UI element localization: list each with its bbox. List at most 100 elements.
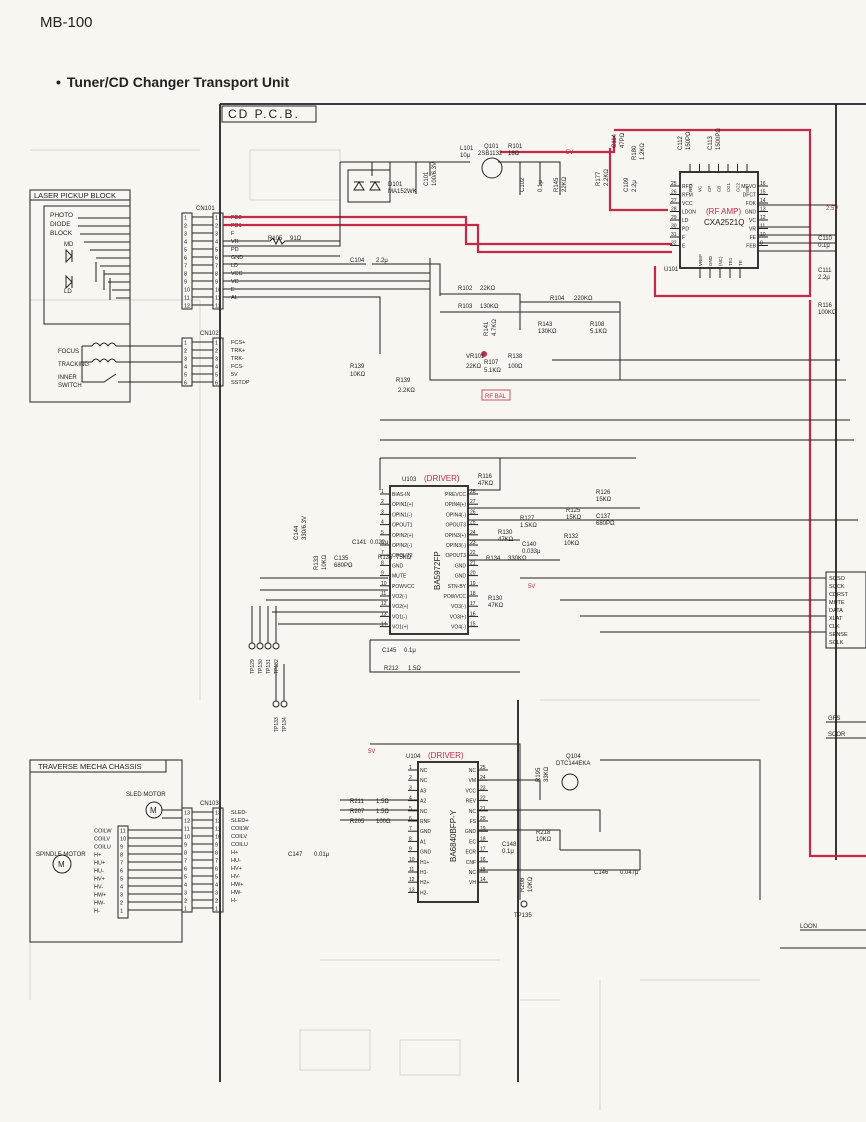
cn103-pin-right: 9	[215, 843, 218, 849]
u104-right-pin-label: VCC	[465, 788, 476, 794]
traverse-signal: HV+	[94, 877, 105, 883]
r208-value: 33KΩ	[544, 766, 550, 782]
inner-switch-line2: SWITCH	[58, 383, 82, 389]
u104-left-pin-number: 13	[409, 887, 415, 893]
cn101-pin-left: 4	[184, 240, 187, 246]
u101-left-pin-label: PD	[682, 227, 689, 233]
u104-right-pin-label: NC	[469, 768, 477, 774]
u104-left-pin-number: 11	[409, 867, 414, 873]
cn101-pin-left: 2	[184, 224, 187, 230]
cn103-pin-left: 3	[184, 891, 187, 897]
u103-left-pin-label: VO2(+)	[392, 604, 409, 610]
bus-signal: SENSE	[829, 632, 848, 638]
cn101-pin-right: 3	[215, 232, 218, 238]
cn103-pin-left: 10	[184, 835, 190, 841]
scor-label: SCOR	[828, 732, 846, 738]
c111-label: R116	[818, 303, 833, 309]
loon-label: LOON	[800, 924, 817, 930]
r126-label: C137	[596, 514, 611, 520]
r211-value: 1.5Ω	[376, 809, 389, 815]
cn101-pin-right: 6	[215, 256, 218, 262]
c148-value: 10KΩ	[528, 876, 534, 892]
supply-section: L101 10μ Q101 2SB1132 R101 18Ω 5V D101 M…	[223, 144, 573, 247]
cn103-pin-left: 4	[184, 883, 187, 889]
bus-signal: MUTE	[829, 600, 845, 606]
bus-signal: SCLK	[829, 640, 844, 646]
u104-right-pins: 25NC24VM23VCC22REV21NC20FS19GND18EC17ECR…	[465, 765, 488, 886]
r101-value: 18Ω	[508, 151, 520, 157]
u104-right-pin-label: FS	[470, 819, 477, 825]
u103-right-pin-label: OPOUT3	[445, 523, 466, 529]
u103-left-pin-number: 14	[381, 622, 387, 628]
c104-value: 2.2μ	[376, 258, 388, 264]
cn103-pin-right: 13	[215, 811, 221, 817]
c101-label: C102	[520, 177, 526, 192]
u101-left-pin-label: VCC	[682, 201, 693, 207]
r180-label: R180	[632, 145, 638, 160]
cn101-pin-left: 5	[184, 248, 187, 254]
u101-left-pin-label: LDON	[682, 210, 696, 216]
coil-icon	[91, 342, 117, 363]
c102-label: R145	[554, 177, 560, 192]
u101-bottom-label: GND	[708, 255, 713, 266]
r135-label: R130	[488, 596, 503, 602]
u104-left-pin-label: A2	[420, 799, 426, 805]
r126-value: 680PΩ	[596, 521, 615, 527]
v25-label: 2.5V	[826, 206, 838, 212]
u104-left-pin-number: 12	[409, 877, 415, 883]
ld-label: LD	[64, 289, 72, 295]
u104-left-pin-label: GND	[420, 829, 432, 835]
traverse-mecha-chassis: TRAVERSE MECHA CHASSIS SLED MOTOR M SPIN…	[29, 759, 183, 943]
c137-value: 10KΩ	[564, 541, 580, 547]
cn103-pin-left: 7	[184, 859, 187, 865]
r107-value: 100Ω	[508, 364, 523, 370]
cn103-pin-left: 12	[184, 819, 190, 825]
u103-left-pin-label: OPIN2(-)	[392, 543, 412, 549]
cn102-pin-left: 3	[184, 357, 187, 363]
c144-value: 0.1μ	[404, 648, 416, 654]
u101-top-label: RF1	[688, 183, 693, 192]
cn103-pin-left: 11	[184, 827, 190, 833]
traverse-signal: H+	[94, 853, 101, 859]
c113-label: C113	[708, 135, 714, 150]
tp2-icon	[280, 700, 288, 708]
u104-left-pin-number: 10	[409, 857, 415, 863]
u101-left-pin-label: RFM	[682, 193, 693, 199]
tp1-icon	[256, 642, 264, 650]
cn101-signal: VCC	[231, 271, 243, 277]
u104-left-pin-number: 3	[409, 785, 412, 791]
u101-bottom-label: (NC)	[718, 256, 723, 266]
u104-left-pin-number: 7	[409, 826, 412, 832]
u104-left-pin-number: 2	[409, 775, 412, 781]
u101-top-label: CP	[707, 186, 712, 192]
cn103-pin-left: 1	[184, 907, 187, 913]
tp1-label: TP131	[266, 659, 272, 674]
c147-label: R218	[536, 830, 551, 836]
cn101-pin-left: 11	[184, 296, 190, 302]
u101-right-pin-label: FEB	[746, 244, 756, 250]
r125-value: 15KΩ	[596, 497, 612, 503]
inner-switch-line1: INNER	[58, 375, 77, 381]
cn101-signal: LD	[231, 263, 238, 269]
tp1-label: TP129	[250, 659, 256, 674]
section-title-text: Tuner/CD Changer Transport Unit	[66, 74, 290, 90]
c103-value: 100/6.3V	[432, 162, 438, 186]
u101-left-pin-label: RFO	[682, 184, 693, 190]
cn103-pin-right: 10	[215, 835, 221, 841]
u103-left-pin-number: 6	[381, 540, 384, 546]
vr101-label: R107	[484, 360, 499, 366]
traverse-signal: HV-	[94, 885, 103, 891]
rf-bal-label: RF BAL	[485, 394, 507, 400]
traverse-signal: HU-	[94, 869, 104, 875]
r116-label: R116	[478, 474, 493, 480]
